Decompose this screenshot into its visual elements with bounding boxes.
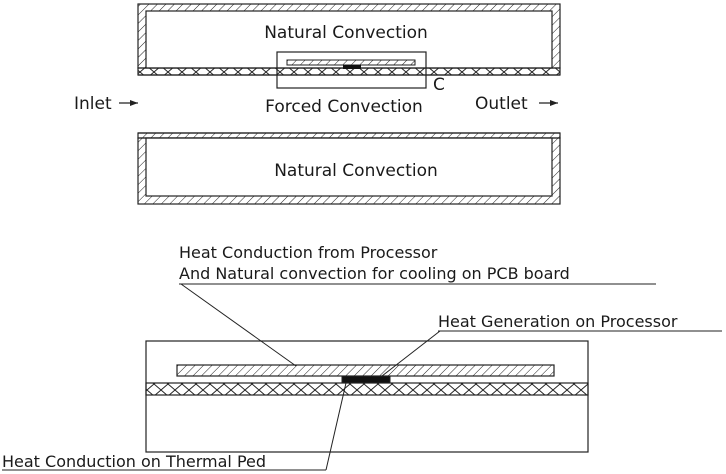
processor-label: Heat Generation on Processor — [438, 312, 678, 331]
upper-separator-wall — [137, 67, 561, 76]
pcb-leader-line — [180, 283, 297, 367]
thermal-pad-leader-line — [325, 382, 347, 471]
detail-enclosure — [145, 340, 589, 453]
middle-region-label: Forced Convection — [265, 97, 423, 117]
upper-chamber — [137, 3, 561, 69]
outlet-label: Outlet — [475, 94, 528, 114]
pcb-label-line1: Heat Conduction from Processor — [179, 243, 438, 262]
top-channel-diagram: Natural Convection Forced Convection Nat… — [74, 3, 561, 205]
lower-region-label: Natural Convection — [274, 161, 438, 181]
lower-separator-wall — [137, 132, 561, 139]
inlet-label: Inlet — [74, 94, 112, 114]
thermal-pad-layer — [145, 382, 589, 396]
pcb-board — [176, 364, 555, 377]
thermal-pad-label: Heat Conduction on Thermal Ped — [2, 452, 266, 471]
pcb-label-line2: And Natural convection for cooling on PC… — [179, 264, 570, 283]
detail-diagram: Heat Conduction from Processor And Natur… — [2, 243, 722, 471]
detail-callout-label: C — [433, 75, 445, 95]
detail-callout-box — [276, 51, 427, 89]
processor-block — [341, 375, 391, 384]
upper-region-label: Natural Convection — [264, 23, 428, 43]
processor-leader-line — [381, 330, 441, 377]
